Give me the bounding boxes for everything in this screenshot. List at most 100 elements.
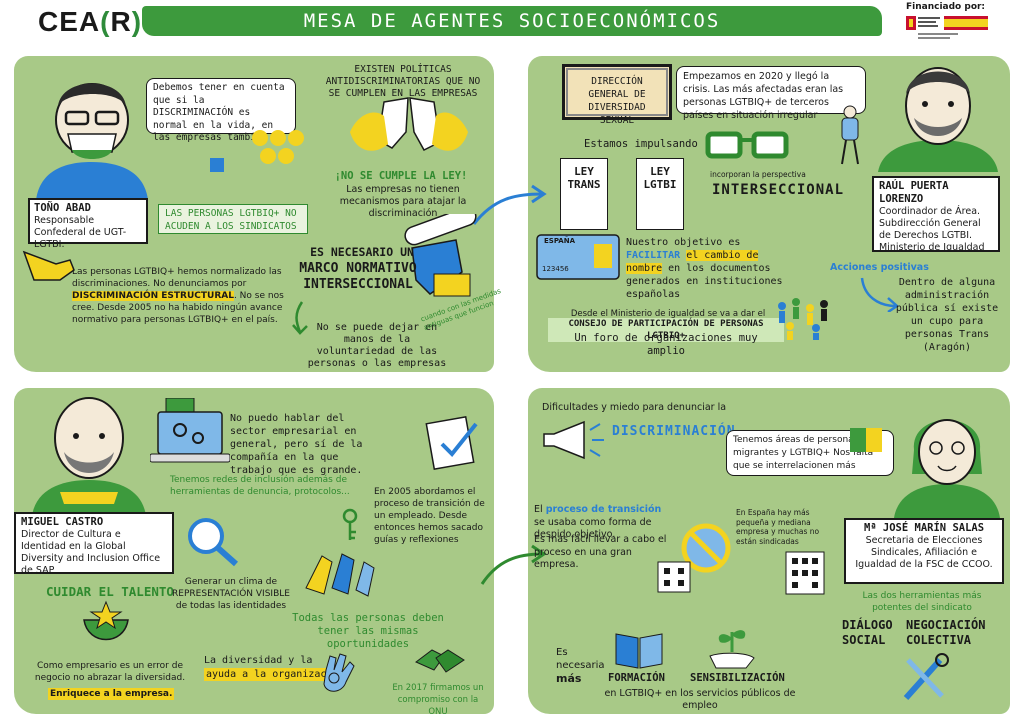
directorate-sign: DIRECCIÓN GENERAL DE DIVERSIDAD SEXUAL — [562, 64, 672, 126]
speaker-name: Mª JOSÉ MARÍN SALAS — [863, 522, 985, 534]
cear-logo: CEA(R) — [38, 6, 142, 38]
law-lgtbi-document: LEY LGTBI — [636, 158, 684, 230]
objective-text: Nuestro objetivo es FACILITAR el cambio … — [626, 236, 796, 301]
book-icon — [615, 633, 663, 669]
opportunities-text: Todas las personas deben tener las misma… — [292, 612, 444, 650]
raul-puerta-name-box: RAÚL PUERTA LORENZO Coordinador de Área.… — [872, 176, 1000, 253]
climate-text: Generar un clima de REPRESENTACIÓN VISIB… — [172, 577, 290, 611]
id-card-country: ESPAÑA — [544, 237, 576, 245]
law-lgtbi-label: LEY LGTBI — [643, 165, 677, 191]
law-trans-document: LEY TRANS — [560, 158, 608, 230]
more-text: más — [556, 672, 582, 685]
page-title: MESA DE AGENTES SOCIOECONÓMICOS — [303, 10, 721, 32]
id-card-number: 123456 — [542, 265, 569, 273]
large-building-icon — [785, 551, 825, 595]
framework-lead: ES NECESARIO UN — [310, 245, 414, 259]
small-building-icon — [657, 561, 691, 593]
walking-person-icon — [841, 105, 859, 165]
awareness-label: SENSIBILIZACIÓN — [690, 672, 785, 684]
transition-text: El proceso de transición se usaba como f… — [534, 504, 670, 542]
logo-text: CEA — [38, 6, 101, 37]
ministry-text: Desde el Ministerio de igualdad se va a … — [570, 309, 766, 319]
transition-process-text: En 2005 abordamos el proceso de transici… — [374, 487, 485, 545]
easier-text: Es más fácil llevar a cabo el proceso en… — [534, 534, 667, 570]
quota-text: Dentro de alguna administración pública … — [895, 277, 999, 353]
plant-hand-icon — [709, 630, 755, 669]
diversity-part-2: ayuda a la organización — [204, 668, 347, 681]
logo-paren-open: ( — [100, 6, 111, 37]
sap-speech: No puedo hablar del sector empresarial e… — [230, 413, 363, 476]
speaker-role: Secretaria de Elecciones Sindicales, Afi… — [855, 535, 993, 570]
perspective-big: INTERSECCIONAL — [712, 182, 845, 198]
speaker-role: Director de Cultura e Identidad en la Gl… — [21, 529, 161, 576]
objective-key: FACILITAR — [626, 250, 681, 261]
curved-arrow-icon — [860, 277, 900, 312]
square-icon — [210, 158, 224, 172]
transition-key: proceso de transición — [545, 504, 662, 515]
arrow-right-icon — [472, 184, 547, 225]
arrow-down-icon — [292, 301, 308, 335]
public-services-text: en LGTBIQ+ en los servicios públicos de … — [604, 688, 796, 711]
prohibited-icon — [681, 523, 731, 573]
difficulties-text: Dificultades y miedo para denunciar la — [542, 402, 727, 413]
government-logo — [906, 16, 988, 39]
structural-discrimination-label: DISCRIMINACIÓN ESTRUCTURAL — [72, 291, 234, 301]
speaker-role: Responsable Confederal de UGT-LGTBI. — [34, 215, 127, 250]
discrimination-label: DISCRIMINACIÓN — [612, 424, 736, 439]
raul-puerta-portrait — [878, 67, 998, 172]
glasses-icon — [705, 131, 789, 159]
objective-lead: Nuestro objetivo es — [626, 237, 741, 248]
voluntary-text: No se puede dejar en manos de la volunta… — [307, 322, 447, 369]
enriches-label: Enriquece a la empresa. — [48, 688, 175, 700]
miguel-castro-name-box: MIGUEL CASTRO Director de Cultura e Iden… — [14, 512, 174, 576]
training-label: FORMACIÓN — [608, 672, 665, 684]
normalized-part-1: Las personas LGTBIQ+ hemos normalizado l… — [72, 267, 282, 289]
law-trans-label: LEY TRANS — [567, 165, 601, 191]
key-icon — [342, 508, 358, 540]
transition-part-2: se usaba como forma de despido objetivo. — [534, 516, 652, 541]
policies-text: EXISTEN POLÍTICAS ANTIDISCRIMINATORIAS Q… — [325, 64, 481, 99]
maria-jose-name-box: Mª JOSÉ MARÍN SALAS Secretaria de Elecci… — [844, 518, 1004, 584]
promoting-label: Estamos impulsando — [584, 138, 698, 150]
tools-text: Las dos herramientas más potentes del si… — [862, 591, 982, 613]
spain-note: En España hay más pequeña y mediana empr… — [736, 508, 820, 546]
law-not-fulfilled-text: Las empresas no tienen mecanismos para a… — [339, 184, 467, 219]
puzzle-hands-icon — [850, 428, 882, 452]
arrow-right-icon — [480, 544, 547, 585]
objective-rest: en los documentos generados en instituci… — [626, 263, 783, 300]
people-group-icon — [778, 298, 828, 340]
handshake-icon — [415, 649, 465, 673]
lgtbi-note: LAS PERSONAS LGTBIQ+ NO ACUDEN A LOS SIN… — [158, 204, 308, 234]
coins-icon — [252, 130, 304, 164]
tool-collective-bargaining: NEGOCIACIÓN COLECTIVA — [906, 618, 986, 647]
ok-hand-icon — [323, 653, 355, 692]
business-error-text: Como empresario es un error de negocio n… — [34, 661, 186, 683]
pointing-hand-icon — [22, 250, 75, 281]
forum-text: Un foro de organizaciones muy amplio — [574, 332, 758, 357]
perspective-small: incorporan la perspectiva — [710, 170, 806, 179]
miguel-castro-portrait — [32, 397, 146, 516]
speech-bubble: Debemos tener en cuenta que si la DISCRI… — [146, 78, 296, 143]
areas-speech-bubble: Tenemos áreas de personas migrantes y LG… — [726, 430, 894, 476]
tools-icon — [903, 653, 949, 701]
networks-text: Tenemos redes de inclusión además de her… — [170, 475, 350, 497]
onu-text: En 2017 firmamos un compromiso con la ON… — [392, 683, 484, 717]
tool-social-dialogue: DIÁLOGO SOCIAL — [842, 618, 893, 647]
tono-abad-portrait — [36, 83, 148, 200]
crisis-speech-bubble: Empezamos en 2020 y llegó la crisis. Las… — [676, 66, 866, 121]
laptop-icon — [150, 398, 230, 463]
talent-title: CUIDAR EL TALENTO — [46, 584, 174, 599]
scroll-hand-icon — [404, 214, 477, 297]
speaker-name: MIGUEL CASTRO — [21, 516, 104, 528]
title-banner — [142, 6, 882, 36]
checklist-icon — [425, 416, 478, 470]
normalized-text: Las personas LGTBIQ+ hemos normalizado l… — [72, 266, 292, 326]
council-label: CONSEJO DE PARTICIPACIÓN DE PERSONAS LGT… — [548, 318, 784, 342]
speaker-role: Coordinador de Área. Subdirección Genera… — [879, 206, 985, 253]
speaker-name: RAÚL PUERTA LORENZO — [879, 180, 949, 205]
funded-by-label: Financiado por: — [906, 2, 986, 12]
speaker-name: TOÑO ABAD — [34, 202, 91, 214]
broken-paper-icon — [350, 97, 468, 151]
positive-actions-label: Acciones positivas — [830, 262, 929, 273]
logo-paren-close: ) — [131, 6, 143, 37]
